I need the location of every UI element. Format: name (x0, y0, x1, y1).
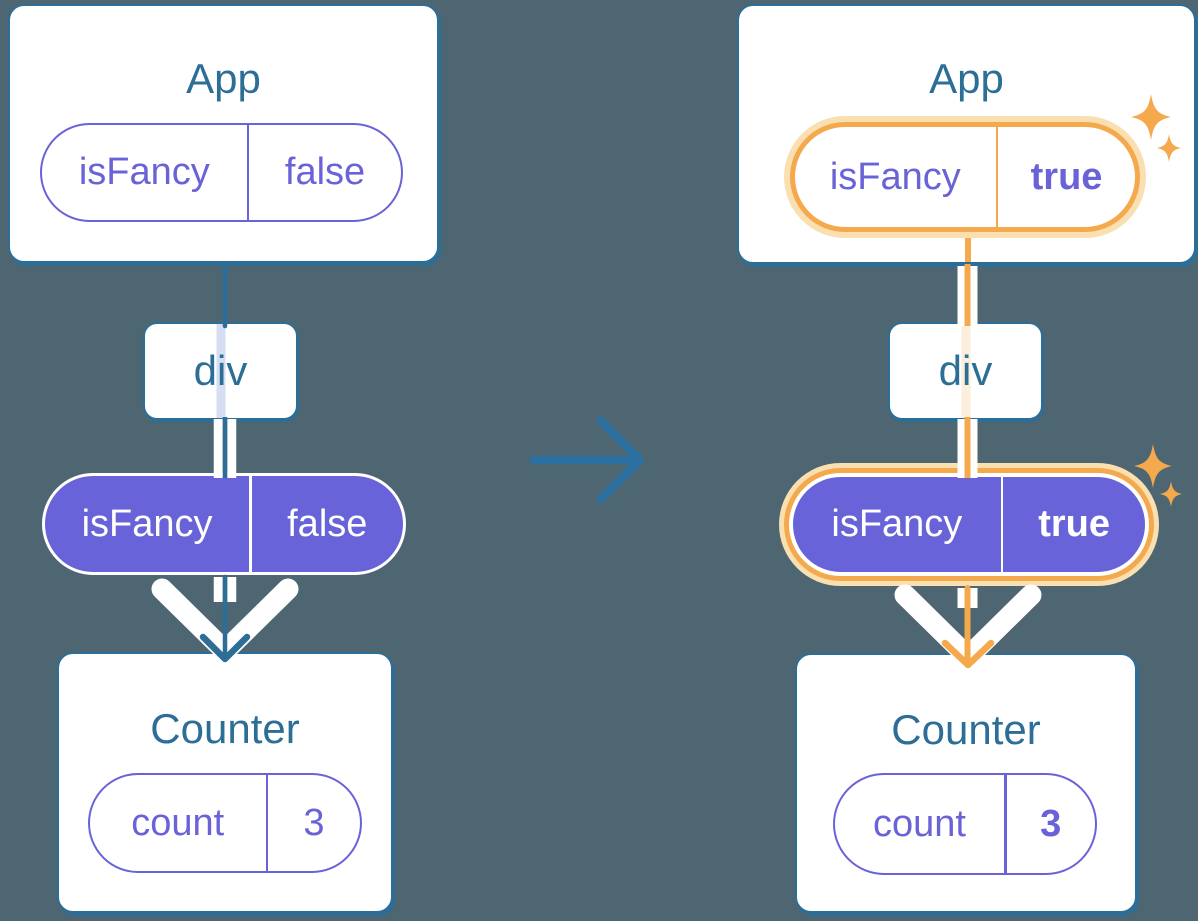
div-node-label: div (938, 347, 993, 394)
arrowhead-outline (151, 578, 299, 662)
app-card-title: App (929, 55, 1004, 102)
prop-pill-isfancy: isFancy false (40, 123, 403, 222)
state-flow-stem (965, 228, 971, 262)
arrowhead-outline (894, 584, 1042, 668)
transition-arrow (529, 416, 645, 504)
passed-prop-pill-isfancy: isFancy false (42, 473, 406, 575)
pill-value-label: true (1030, 155, 1103, 198)
counter-card-title: Counter (891, 706, 1041, 753)
pill-key-label: count (873, 802, 966, 845)
pill-key-label: isFancy (831, 503, 963, 545)
div-node: div (143, 322, 298, 420)
passed-prop-pill-isfancy: isFancy true (789, 473, 1149, 576)
pill-key-label: isFancy (829, 155, 961, 198)
pill-value-label: false (284, 151, 366, 193)
state-pill-count: count 3 (833, 773, 1097, 875)
pill-key-label: isFancy (78, 151, 210, 193)
pill-value-label: 3 (1040, 802, 1062, 845)
div-node: div (888, 322, 1043, 420)
app-card: App isFancy true (737, 4, 1196, 264)
pill-divider (249, 476, 252, 572)
pill-value-label: true (1038, 503, 1110, 545)
sparkle-icon (1134, 444, 1172, 488)
counter-card-title: Counter (150, 705, 300, 752)
prop-flow-line (216, 324, 225, 418)
div-node-label: div (193, 347, 248, 394)
pill-divider (995, 127, 999, 227)
pill-divider (246, 125, 250, 220)
sparkle-icon (1160, 481, 1182, 507)
pill-key-label: count (131, 801, 225, 844)
pill-divider (265, 775, 268, 871)
pill-key-label: isFancy (81, 502, 213, 545)
state-pill-count: count 3 (88, 773, 362, 873)
counter-card: Counter count 3 (795, 653, 1137, 913)
prop-flow-line (961, 324, 970, 418)
pill-divider (1000, 477, 1004, 572)
pill-value-label: false (287, 502, 368, 545)
counter-card: Counter count 3 (57, 652, 393, 913)
pill-divider (1004, 775, 1007, 873)
prop-pill-isfancy: isFancy true (790, 122, 1140, 232)
app-card-title: App (186, 55, 261, 102)
app-card: App isFancy false (8, 4, 439, 263)
right-arrow-head (596, 416, 645, 504)
pill-value-label: 3 (303, 801, 325, 844)
